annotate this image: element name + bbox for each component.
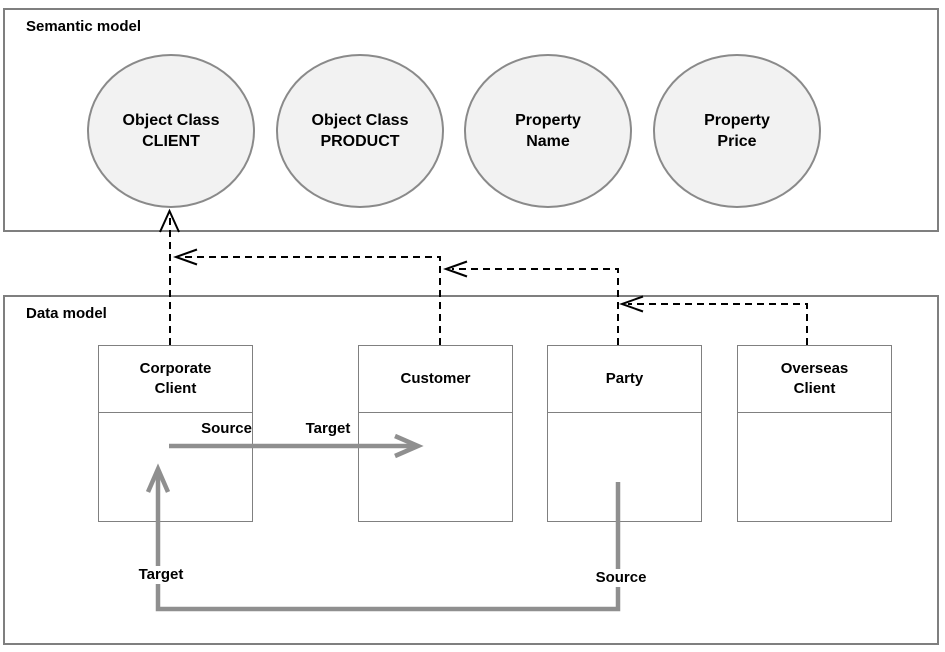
entity-body	[359, 413, 512, 521]
semantic-model-title: Semantic model	[26, 18, 142, 35]
entity-name: Overseas Client	[780, 360, 849, 397]
label-source-bottom: Source	[587, 569, 655, 587]
node-label-line: Price	[717, 133, 757, 150]
entity-body	[738, 413, 891, 521]
node-property-price: Property Price	[653, 54, 821, 208]
node-label-line: Object Class	[311, 112, 409, 129]
entity-name: Corporate Client	[139, 360, 212, 397]
node-label-line: PRODUCT	[320, 133, 400, 150]
node-property-name: Property Name	[464, 54, 632, 208]
semantic-model-panel: Semantic model	[3, 8, 939, 232]
entity-customer: Customer	[358, 345, 513, 522]
entity-header: Overseas Client	[738, 346, 891, 413]
node-label-line: Property	[704, 112, 770, 129]
label-source-top: Source	[201, 420, 252, 437]
label-target-bottom: Target	[128, 566, 194, 584]
entity-party: Party	[547, 345, 702, 522]
entity-header: Corporate Client	[99, 346, 252, 413]
data-model-title: Data model	[26, 305, 107, 322]
entity-header: Customer	[359, 346, 512, 413]
node-label-line: Property	[515, 112, 581, 129]
node-object-class-client: Object Class CLIENT	[87, 54, 255, 208]
entity-header: Party	[548, 346, 701, 413]
label-target-top: Target	[305, 420, 351, 437]
entity-overseas-client: Overseas Client	[737, 345, 892, 522]
node-object-class-product: Object Class PRODUCT	[276, 54, 444, 208]
node-label-line: Object Class	[122, 112, 220, 129]
node-label-line: CLIENT	[142, 133, 200, 150]
entity-name: Customer	[400, 370, 471, 387]
entity-body	[548, 413, 701, 521]
entity-name: Party	[605, 370, 644, 387]
node-label-line: Name	[526, 133, 570, 150]
